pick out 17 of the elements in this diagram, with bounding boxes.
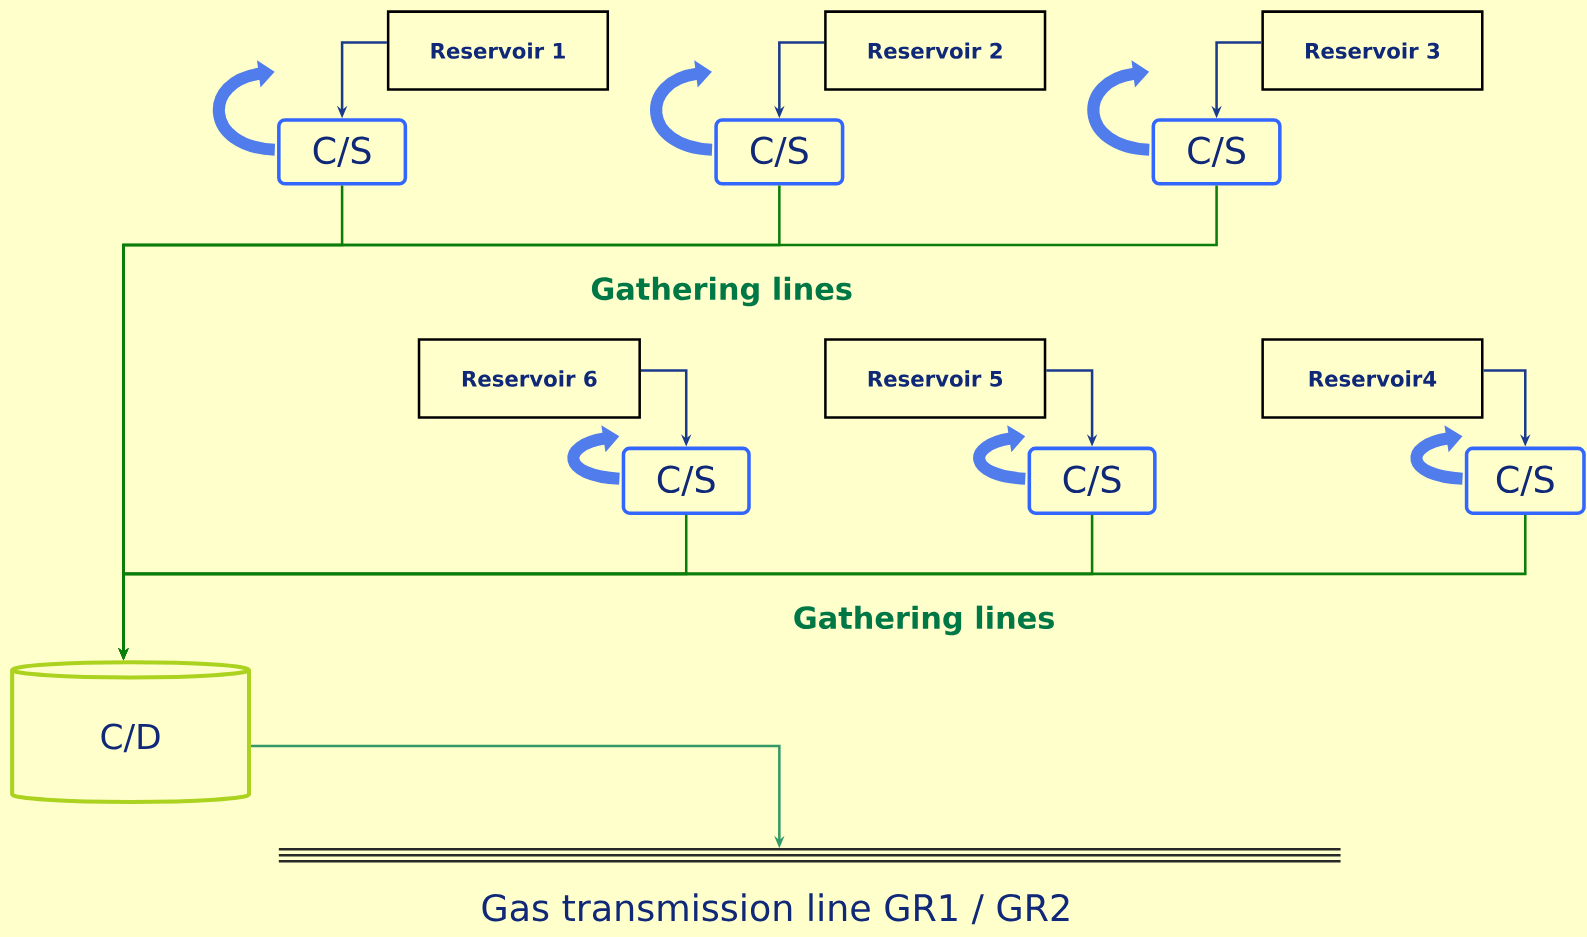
compressor-station-box: C/S [1151,118,1282,186]
reservoir-box: Reservoir4 [1261,338,1484,419]
pipeline-label: Gas transmission line GR1 / GR2 [482,893,1069,925]
reservoir-box: Reservoir 6 [417,338,641,419]
reservoir-box: Reservoir 3 [1261,10,1484,91]
reservoir-box: Reservoir 1 [386,10,610,91]
line-label: Gathering lines [591,276,852,307]
compressor-station-box: C/S [1027,446,1157,515]
compressor-station-box: C/S [621,446,751,515]
collection-tank: C/D [10,660,251,804]
compressor-station-box: C/S [277,118,408,186]
reservoir-box: Reservoir 2 [824,10,1047,91]
line-label: Gathering lines [794,605,1054,636]
compressor-station-box: C/S [1464,446,1586,515]
transmission-pipeline [278,847,1341,863]
compressor-station-box: C/S [714,118,845,186]
reservoir-box: Reservoir 5 [824,338,1047,419]
